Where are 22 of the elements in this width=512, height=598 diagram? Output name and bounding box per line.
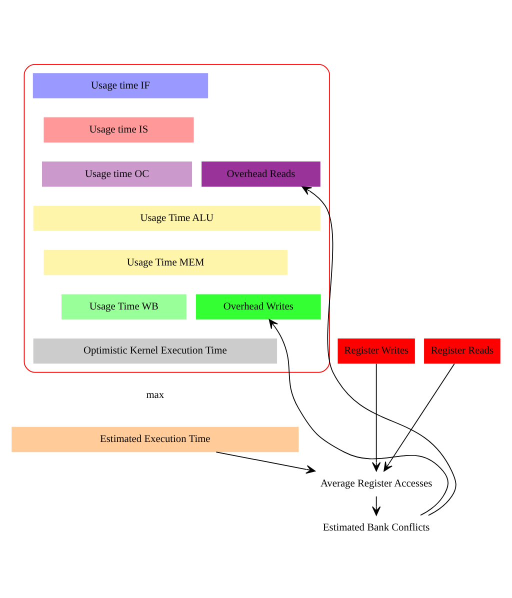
node-box: Usage time IF — [32, 73, 208, 98]
node-text: Average Register Accesses — [320, 478, 432, 490]
node-box: Usage Time MEM — [44, 250, 288, 276]
label: max — [146, 390, 164, 401]
node-box: Overhead Writes — [196, 294, 321, 320]
node-box: Register Reads — [424, 338, 500, 364]
arrow — [384, 363, 455, 472]
node-box: Overhead Reads — [202, 162, 320, 187]
node-box: Optimistic Kernel Execution Time — [33, 338, 278, 364]
cluster — [24, 64, 330, 373]
arrow — [268, 319, 448, 516]
node-text: Estimated Bank Conflicts — [322, 522, 430, 534]
node-box: Usage Time WB — [62, 294, 186, 320]
node-box: Usage time IS — [44, 117, 194, 142]
node-box: Usage time OC — [42, 162, 192, 187]
arrow — [372, 363, 381, 472]
arrow — [302, 186, 456, 516]
arrow — [216, 452, 316, 474]
arrow — [372, 496, 381, 516]
node-box: Register Writes — [338, 338, 415, 364]
node-box: Estimated Execution Time — [12, 426, 299, 452]
node-box: Usage Time ALU — [33, 206, 320, 231]
